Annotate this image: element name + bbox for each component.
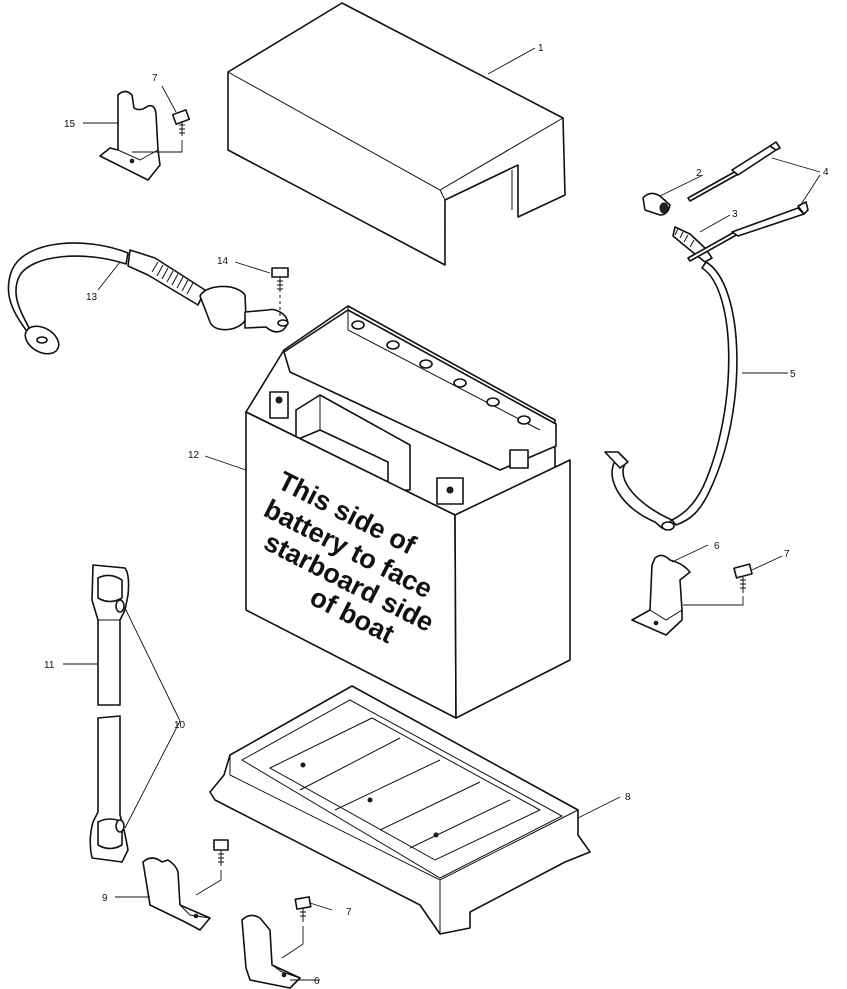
battery [245, 305, 571, 719]
callout-12: 12 [188, 450, 200, 461]
hold-down-strap [89, 564, 130, 863]
battery-cover [227, 2, 566, 266]
battery-cable [7, 242, 289, 355]
callout-11: 11 [44, 660, 55, 671]
leader-lines [63, 47, 821, 981]
callouts: 1 2 3 4 5 6 6 7 7 7 8 9 10 11 12 13 14 1… [44, 43, 829, 987]
callout-8: 8 [625, 792, 631, 803]
callout-9: 9 [102, 893, 108, 904]
callout-2: 2 [696, 168, 702, 179]
callout-5: 5 [790, 369, 796, 380]
bolt-bottom-left [213, 839, 229, 866]
callout-3: 3 [732, 209, 738, 220]
bolt-14 [271, 267, 289, 316]
bracket-bottom [241, 914, 301, 989]
battery-tray [209, 685, 591, 935]
vent-elbow [642, 192, 671, 216]
callout-7b: 7 [784, 549, 790, 560]
callout-7c: 7 [346, 907, 352, 918]
bolt-bottom [294, 896, 312, 922]
callout-15: 15 [64, 119, 76, 130]
bolt-top [171, 109, 191, 136]
vent-tube [604, 261, 738, 531]
callout-6a: 6 [714, 541, 720, 552]
bolt-right [733, 563, 753, 593]
bracket-bottom-left [142, 857, 211, 931]
bracket-top-left [99, 90, 161, 181]
callout-1: 1 [538, 43, 544, 54]
callout-4: 4 [823, 167, 829, 178]
callout-6b: 6 [314, 976, 320, 987]
callout-10: 10 [174, 720, 186, 731]
bracket-right [631, 554, 691, 636]
callout-7a: 7 [152, 73, 158, 84]
cable-ties [687, 141, 809, 262]
callout-13: 13 [86, 292, 98, 303]
callout-14: 14 [217, 256, 229, 267]
